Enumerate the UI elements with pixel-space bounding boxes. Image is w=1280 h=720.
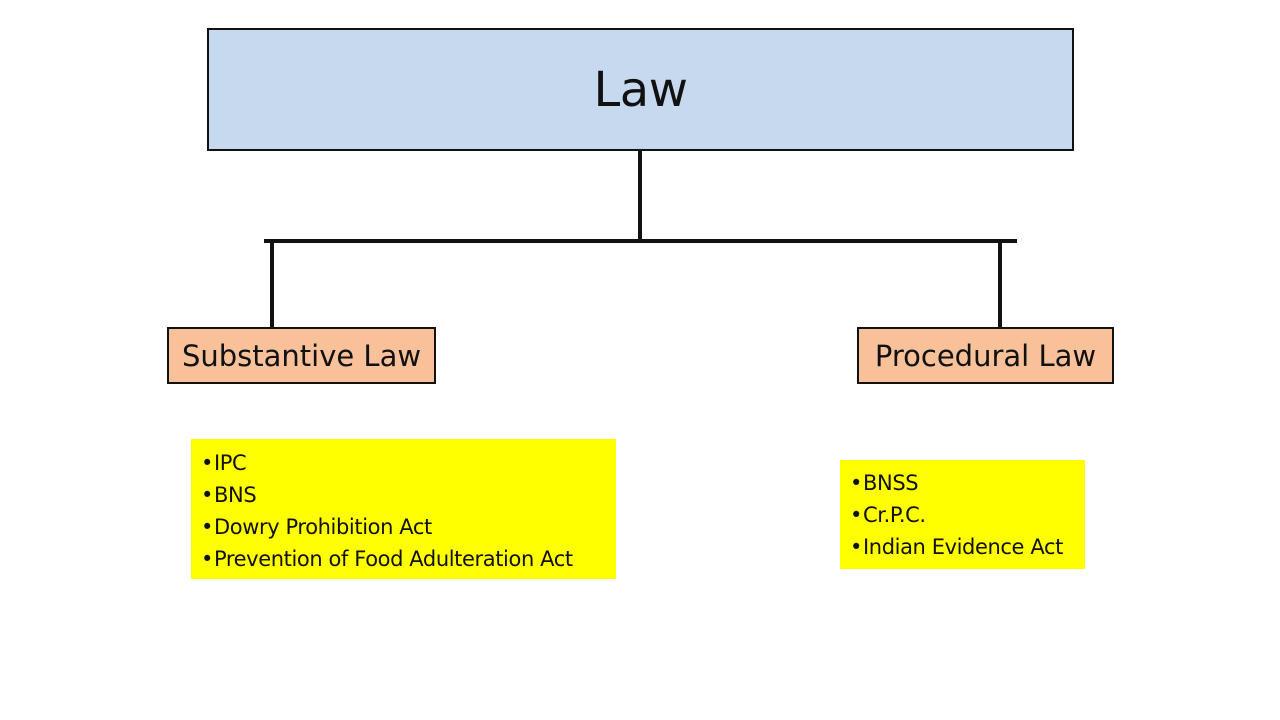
root-node-label: Law xyxy=(593,61,688,118)
substantive-law-examples: IPC BNS Dowry Prohibition Act Prevention… xyxy=(191,439,616,579)
list-item: Prevention of Food Adulteration Act xyxy=(201,543,606,575)
list-item: BNS xyxy=(201,479,606,511)
root-node-law: Law xyxy=(207,28,1074,151)
node-procedural-law-label: Procedural Law xyxy=(874,338,1097,373)
procedural-law-examples: BNSS Cr.P.C. Indian Evidence Act xyxy=(840,460,1085,569)
list-item: Cr.P.C. xyxy=(850,499,1075,531)
connector-right-vertical xyxy=(998,241,1002,328)
node-substantive-law: Substantive Law xyxy=(167,327,436,384)
list-item: BNSS xyxy=(850,467,1075,499)
list-item: IPC xyxy=(201,447,606,479)
connector-left-vertical xyxy=(270,241,274,328)
connector-horizontal-bar xyxy=(264,239,1017,243)
list-item: Dowry Prohibition Act xyxy=(201,511,606,543)
connector-root-vertical xyxy=(638,151,642,241)
node-procedural-law: Procedural Law xyxy=(857,327,1114,384)
list-item: Indian Evidence Act xyxy=(850,531,1075,563)
node-substantive-law-label: Substantive Law xyxy=(181,338,422,373)
